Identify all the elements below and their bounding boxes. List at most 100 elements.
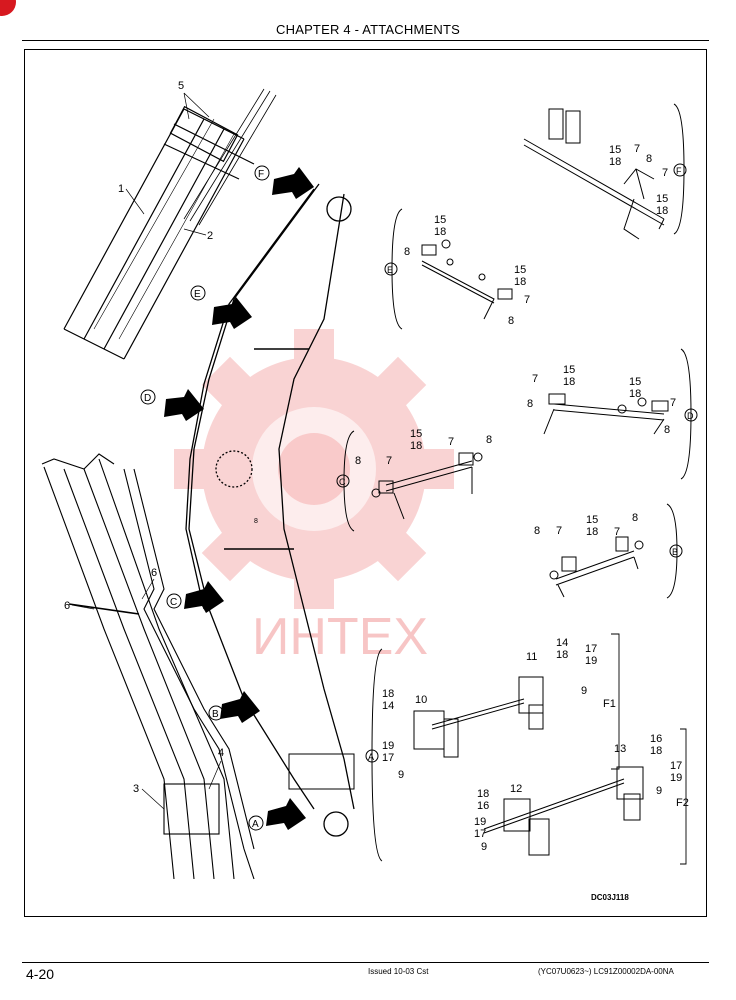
corner-mark-icon [0, 0, 16, 16]
svg-text:7: 7 [524, 294, 530, 306]
callout-4: 4 [218, 747, 224, 759]
svg-text:17: 17 [585, 643, 597, 655]
svg-text:9: 9 [656, 785, 662, 797]
svg-text:18: 18 [650, 745, 662, 757]
svg-text:14: 14 [382, 700, 394, 712]
svg-text:7: 7 [556, 525, 562, 537]
callout-1: 1 [118, 183, 124, 195]
svg-text:11: 11 [526, 651, 537, 663]
chapter-title: CHAPTER 4 - ATTACHMENTS [276, 22, 460, 37]
callout-3: 3 [133, 783, 139, 795]
detail-view-c [336, 430, 483, 532]
svg-text:9: 9 [481, 841, 487, 853]
svg-text:8: 8 [486, 434, 492, 446]
svg-text:F2: F2 [676, 797, 689, 809]
svg-text:8: 8 [632, 512, 638, 524]
svg-text:7: 7 [448, 436, 454, 448]
svg-text:16: 16 [477, 800, 489, 812]
svg-text:18: 18 [556, 649, 568, 661]
svg-text:18: 18 [514, 276, 526, 288]
callout-5: 5 [178, 80, 184, 92]
svg-text:7: 7 [670, 397, 676, 409]
svg-text:19: 19 [474, 816, 486, 828]
svg-text:F: F [676, 166, 682, 176]
svg-text:18: 18 [629, 388, 641, 400]
detail-view-d [543, 348, 698, 480]
view-marker-a-main: A [248, 815, 264, 831]
detail-view-f [523, 103, 687, 240]
view-marker-d-main: D [140, 389, 156, 405]
svg-text:8: 8 [646, 153, 652, 165]
svg-text:15: 15 [410, 428, 422, 440]
svg-text:B: B [672, 547, 678, 557]
callout-6b: 6 [151, 567, 157, 579]
svg-text:15: 15 [434, 214, 446, 226]
svg-text:7: 7 [662, 167, 668, 179]
svg-text:14: 14 [556, 637, 568, 649]
svg-text:15: 15 [609, 144, 621, 156]
svg-text:F: F [258, 169, 264, 180]
view-marker-f-main: F [254, 165, 270, 181]
svg-text:17: 17 [382, 752, 394, 764]
callout-6a: 6 [64, 600, 70, 612]
svg-text:16: 16 [650, 733, 662, 745]
svg-text:15: 15 [629, 376, 641, 388]
issue-info: Issued 10-03 Cst [368, 967, 429, 976]
arm-bottom-detail [41, 453, 255, 880]
svg-text:17: 17 [474, 828, 486, 840]
svg-text:18: 18 [563, 376, 575, 388]
svg-text:B: B [212, 709, 219, 720]
svg-text:9: 9 [581, 685, 587, 697]
svg-text:8: 8 [534, 525, 540, 537]
svg-text:7: 7 [386, 455, 392, 467]
view-marker-e-main: E [190, 285, 206, 301]
svg-text:19: 19 [670, 772, 682, 784]
svg-text:A: A [252, 819, 259, 830]
svg-text:18: 18 [609, 156, 621, 168]
page-number: 4-20 [26, 966, 55, 982]
view-arrows [164, 167, 314, 830]
callout-2: 2 [207, 230, 213, 242]
main-boom [185, 183, 355, 837]
svg-text:13: 13 [614, 743, 626, 755]
svg-text:15: 15 [563, 364, 575, 376]
detail-view-e [384, 208, 513, 330]
svg-text:19: 19 [585, 655, 597, 667]
figure-code: DC03J118 [591, 893, 629, 902]
svg-text:15: 15 [514, 264, 526, 276]
svg-text:C: C [170, 597, 177, 608]
svg-text:10: 10 [415, 694, 427, 706]
detail-view-a [365, 633, 687, 865]
svg-text:12: 12 [510, 783, 522, 795]
svg-text:8: 8 [355, 455, 361, 467]
view-marker-c-main: C [166, 593, 182, 609]
svg-text:D: D [144, 393, 151, 404]
svg-text:7: 7 [634, 143, 640, 155]
footer-rule [22, 962, 709, 963]
svg-text:8: 8 [664, 424, 670, 436]
svg-text:18: 18 [586, 526, 598, 538]
svg-text:C: C [339, 477, 346, 487]
svg-text:E: E [194, 289, 201, 300]
svg-text:8: 8 [404, 246, 410, 258]
watermark-text: ИНТЕХ [252, 608, 428, 666]
svg-text:19: 19 [382, 740, 394, 752]
svg-text:F1: F1 [603, 698, 616, 710]
svg-text:15: 15 [656, 193, 668, 205]
svg-text:18: 18 [656, 205, 668, 217]
svg-text:15: 15 [586, 514, 598, 526]
svg-text:18: 18 [382, 688, 394, 700]
callout-8-boom: 8 [254, 518, 258, 525]
title-rule [22, 40, 709, 41]
svg-text:8: 8 [508, 315, 514, 327]
svg-text:9: 9 [398, 769, 404, 781]
arm-top-detail [63, 88, 277, 360]
svg-text:A: A [368, 752, 374, 762]
svg-text:8: 8 [527, 398, 533, 410]
svg-text:E: E [387, 265, 393, 275]
svg-text:7: 7 [532, 373, 538, 385]
detail-view-b [549, 503, 683, 599]
svg-text:18: 18 [434, 226, 446, 238]
figure-frame [24, 49, 707, 917]
svg-text:17: 17 [670, 760, 682, 772]
